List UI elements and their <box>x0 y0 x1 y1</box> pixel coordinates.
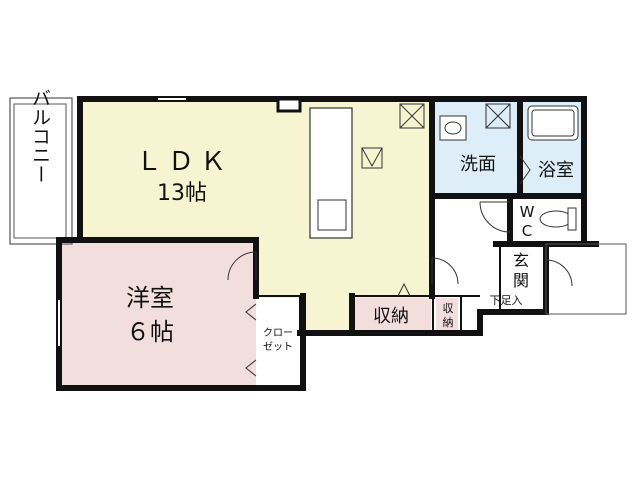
entrance-label-1: 玄 <box>513 251 529 270</box>
closet-label-1: クロー <box>263 327 293 339</box>
western-size-label: ６帖 <box>126 318 174 346</box>
toilet-bowl <box>539 210 573 228</box>
fridge-mark <box>361 147 383 168</box>
bathroom-label: 浴室 <box>538 160 574 181</box>
entrance-area <box>500 243 545 310</box>
vent-space <box>399 103 425 129</box>
washbasin <box>439 115 467 141</box>
washer-x2 <box>485 103 511 129</box>
kitchen-stove <box>317 199 347 231</box>
storage-room <box>355 298 431 330</box>
fridge-space <box>361 147 383 169</box>
bathtub-inner <box>531 109 575 137</box>
ldk-label: ＬＤＫ <box>136 147 232 177</box>
wc-label-1: W <box>520 203 535 221</box>
wc-label-2: C <box>522 222 532 240</box>
pillar <box>276 97 302 113</box>
western-room <box>62 243 256 385</box>
storage-small-label-1: 収 <box>443 302 454 315</box>
washer-space <box>485 103 511 129</box>
hall-area <box>432 196 500 298</box>
washbasin-bowl <box>444 121 462 135</box>
storage-label: 収納 <box>373 306 409 327</box>
entrance-porch <box>545 243 627 315</box>
balcony-label-1: バルコニー <box>29 89 51 184</box>
bathtub <box>527 105 579 141</box>
balcony-inner <box>13 103 67 239</box>
ldk-size-label: 13帖 <box>157 181 207 206</box>
storage-small-label-2: 納 <box>443 316 454 329</box>
entrance-label-2: 関 <box>513 271 529 290</box>
storage-small <box>436 298 458 330</box>
closet-label-2: ゼット <box>263 341 293 353</box>
western-label: 洋室 <box>126 284 174 312</box>
closet-area <box>256 298 300 385</box>
door-swings <box>227 201 573 377</box>
vent-x2 <box>399 103 425 129</box>
toilet-tank <box>567 207 577 231</box>
shoe-entry-label: 下足入 <box>490 294 523 307</box>
bath-door <box>519 155 531 185</box>
walls <box>56 96 599 391</box>
washroom-label: 洗面 <box>460 154 496 175</box>
thin-walls <box>256 244 501 333</box>
